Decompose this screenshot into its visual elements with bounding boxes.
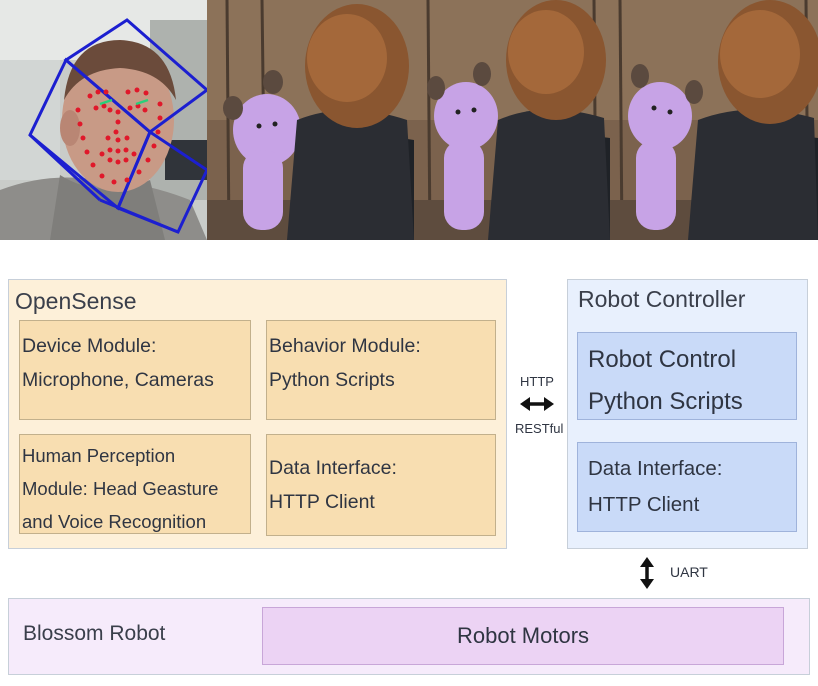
robot-motors-label: Robot Motors [456, 623, 590, 648]
opensense-title: OpenSense [15, 288, 137, 314]
behavior-module-line-2: Python Scripts [269, 369, 395, 391]
face-tracking-photo [0, 0, 207, 240]
device-module: Device Module: Microphone, Cameras [19, 320, 251, 420]
opensense-data-interface-line-1: Data Interface: [269, 457, 397, 479]
behavior-module-line-1: Behavior Module: [269, 335, 421, 357]
controller-data-interface: Data Interface: HTTP Client [577, 442, 797, 532]
http-label: HTTP [520, 374, 554, 389]
photo-strip [0, 0, 818, 240]
vertical-bidirectional-arrow-icon [640, 557, 654, 589]
perception-module-line-1: Human Perception [22, 445, 176, 466]
bidirectional-arrow-icon [520, 397, 554, 411]
robot-control-line-2: Python Scripts [588, 388, 743, 415]
human-perception-module: Human Perception Module: Head Geasture a… [19, 434, 251, 534]
controller-data-interface-line-2: HTTP Client [588, 493, 700, 516]
restful-label: RESTful [515, 421, 564, 436]
robot-interaction-photo-1 [207, 0, 414, 240]
uart-label: UART [670, 564, 708, 580]
perception-module-line-2: Module: Head Geasture [22, 478, 219, 499]
device-module-line-1: Device Module: [22, 335, 157, 357]
tracking-cube [28, 18, 207, 234]
opensense-data-interface: Data Interface: HTTP Client [266, 434, 496, 536]
robot-control-module: Robot Control Python Scripts [577, 332, 797, 420]
robot-controller-panel: Robot Controller Robot Control Python Sc… [567, 279, 808, 549]
perception-module-line-3: and Voice Recognition [22, 511, 207, 532]
behavior-module: Behavior Module: Python Scripts [266, 320, 496, 420]
opensense-panel: OpenSense Device Module: Microphone, Cam… [8, 279, 507, 549]
robot-interaction-photo-2 [414, 0, 610, 240]
opensense-data-interface-line-2: HTTP Client [269, 491, 375, 513]
robot-interaction-photo-3 [610, 0, 818, 240]
robot-control-line-1: Robot Control [588, 346, 737, 373]
controller-data-interface-line-1: Data Interface: [588, 457, 723, 480]
robot-controller-title: Robot Controller [578, 286, 746, 312]
device-module-line-2: Microphone, Cameras [22, 369, 214, 391]
blossom-robot-title: Blossom Robot [23, 622, 166, 645]
robot-motors-box: Robot Motors [262, 607, 784, 665]
